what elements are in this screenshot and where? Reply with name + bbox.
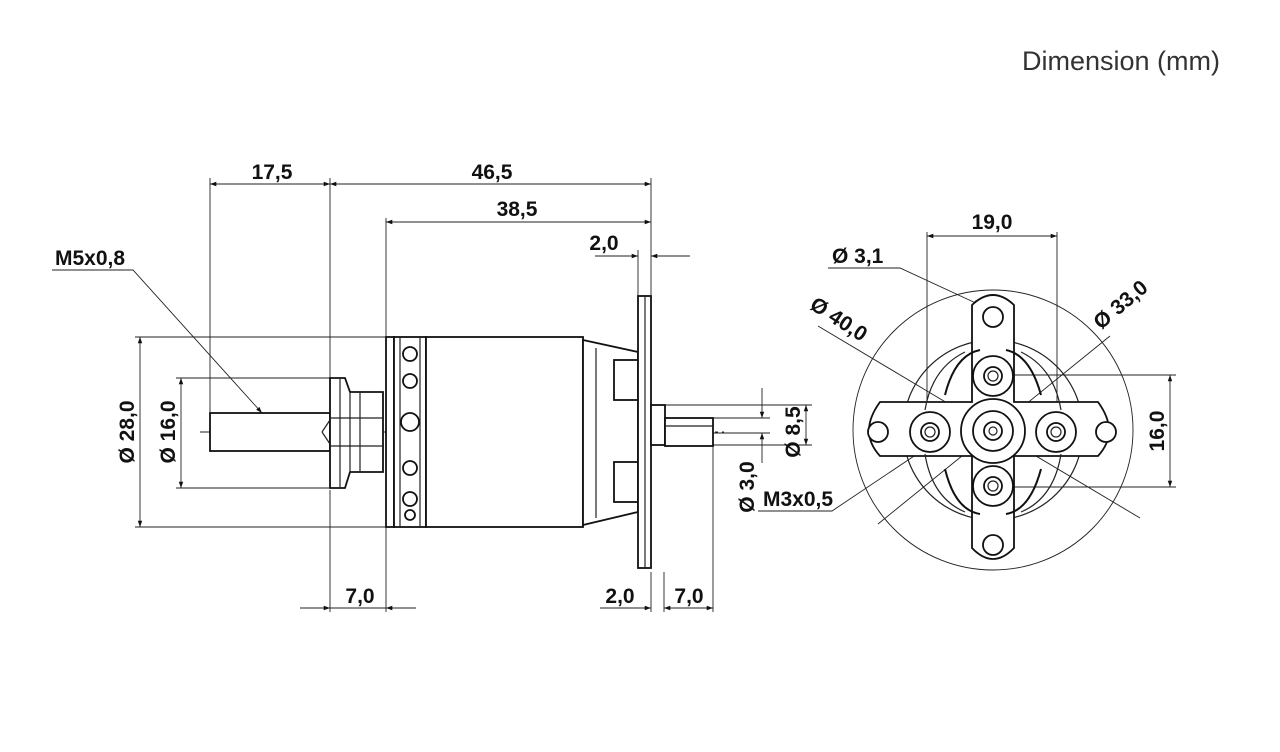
label-thread-m5: M5x0,8	[55, 247, 125, 270]
label-length-17-5: 17,5	[252, 161, 293, 184]
label-length-2-0-top: 2,0	[589, 232, 618, 255]
dimension-unit-title: Dimension (mm)	[1022, 46, 1220, 76]
label-length-46-5: 46,5	[472, 161, 513, 184]
label-diameter-28: Ø 28,0	[116, 400, 139, 463]
label-diameter-8-5: Ø 8,5	[782, 406, 805, 458]
front-view	[817, 232, 1176, 571]
side-view	[52, 178, 936, 612]
label-length-7-0-left: 7,0	[345, 585, 374, 608]
label-length-38-5: 38,5	[497, 198, 538, 221]
label-length-2-0-bottom: 2,0	[605, 585, 634, 608]
label-diameter-33: Ø 33,0	[1089, 276, 1152, 334]
label-hole-3-1: Ø 3,1	[832, 245, 884, 268]
label-length-7-0-right: 7,0	[674, 585, 703, 608]
label-height-16: 16,0	[1146, 411, 1169, 452]
label-diameter-3-0: Ø 3,0	[736, 461, 759, 512]
label-thread-m3: M3x0,5	[763, 488, 833, 511]
label-width-19: 19,0	[972, 211, 1013, 234]
label-diameter-16-side: Ø 16,0	[157, 400, 180, 463]
